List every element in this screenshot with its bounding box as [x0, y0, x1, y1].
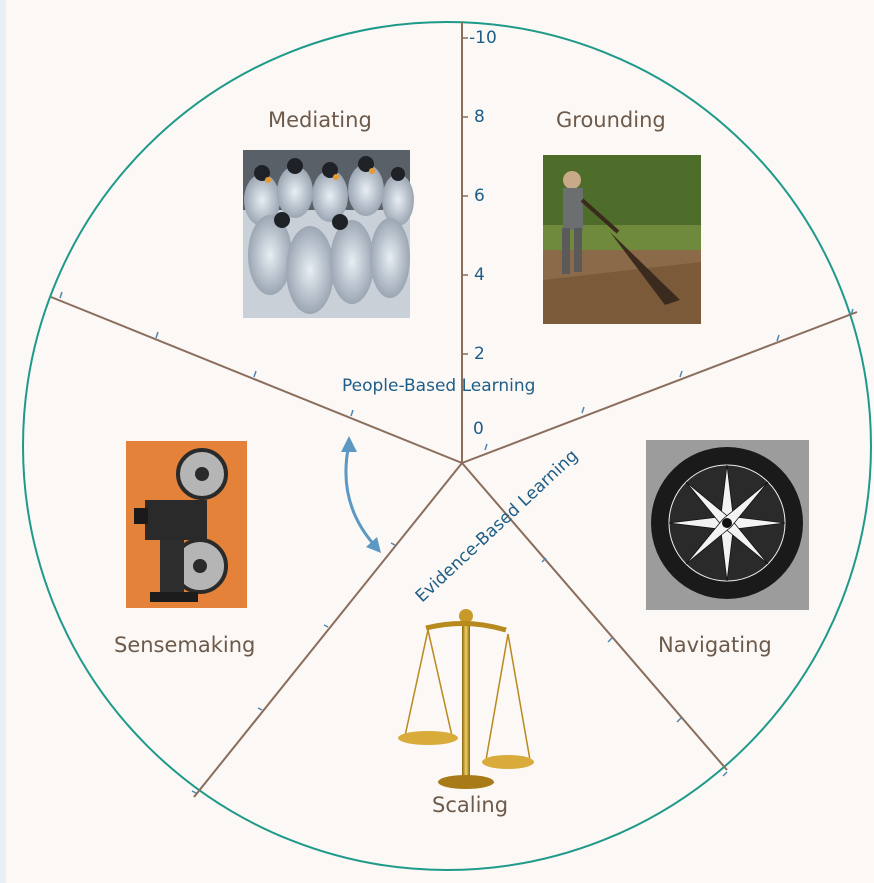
- spoke-tick: [722, 771, 728, 777]
- sector-label-mediating: Mediating: [268, 108, 372, 132]
- people-based-learning-label: People-Based Learning: [342, 376, 535, 396]
- axis-label-4: 4: [474, 265, 485, 285]
- axis-label-10: -10: [469, 28, 497, 48]
- spoke-tick: [676, 717, 682, 723]
- evidence-based-learning-label: Evidence-Based Learning: [412, 446, 582, 607]
- axis-ticks: [462, 37, 468, 355]
- spoke-tick: [581, 406, 585, 414]
- spoke-upper-left: [50, 296, 463, 464]
- axis-label-6: 6: [474, 186, 485, 206]
- axis-label-0: 0: [473, 419, 484, 439]
- balance-scale-icon: [398, 609, 534, 789]
- axis-label-2: 2: [474, 344, 485, 364]
- spoke-tick: [323, 624, 329, 628]
- spokes: [50, 22, 858, 798]
- spoke-tick: [607, 637, 613, 643]
- sector-label-sensemaking: Sensemaking: [114, 633, 255, 657]
- film-projector-icon: [126, 441, 247, 608]
- spoke-tick: [484, 443, 488, 451]
- outer-circle: [22, 21, 872, 871]
- spoke-upper-right: [461, 311, 858, 464]
- spoke-tick: [776, 334, 780, 342]
- spoke-tick: [155, 331, 159, 339]
- plowing-farmer-icon: [543, 155, 701, 324]
- spoke-tick: [679, 370, 683, 378]
- double-arrow-icon: [341, 436, 381, 553]
- sector-label-navigating: Navigating: [658, 633, 772, 657]
- spoke-tick: [191, 790, 197, 794]
- spoke-tick: [390, 542, 396, 546]
- compass-rose-icon: [646, 440, 809, 610]
- sector-label-grounding: Grounding: [556, 108, 666, 132]
- penguin-huddle-icon: [243, 150, 414, 318]
- spoke-ticks: [59, 291, 854, 794]
- spoke-lower-right: [461, 462, 728, 771]
- spoke-tick: [850, 308, 854, 316]
- spoke-tick: [59, 291, 63, 299]
- spoke-tick: [541, 557, 547, 563]
- spoke-tick: [350, 409, 354, 417]
- sector-label-scaling: Scaling: [432, 793, 508, 817]
- axis-label-8: 8: [474, 107, 485, 127]
- spoke-lower-left: [193, 462, 463, 798]
- spoke-tick: [253, 370, 257, 378]
- spoke-tick: [257, 707, 263, 711]
